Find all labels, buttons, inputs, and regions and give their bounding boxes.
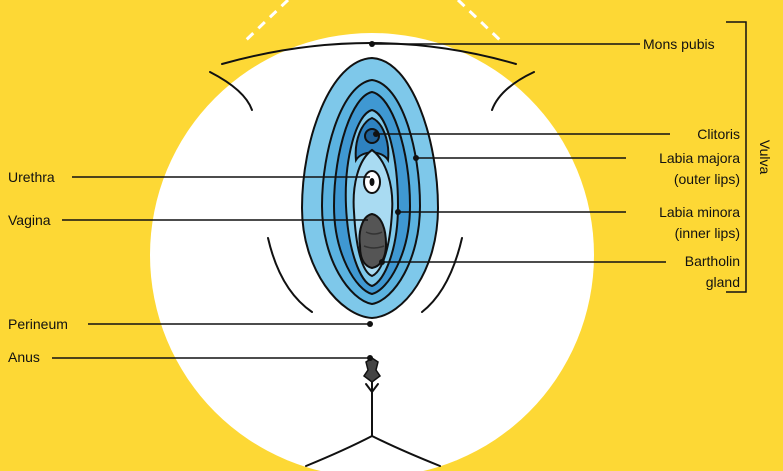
label-mons-pubis: Mons pubis xyxy=(643,36,715,52)
label-anus: Anus xyxy=(8,349,40,365)
label-urethra: Urethra xyxy=(8,169,55,185)
label-labia-minora: Labia minora xyxy=(659,204,740,220)
label-labia-minora-sub: (inner lips) xyxy=(675,225,740,241)
label-bartholin-sub: gland xyxy=(706,274,740,290)
label-vagina: Vagina xyxy=(8,212,51,228)
label-labia-majora-sub: (outer lips) xyxy=(674,171,740,187)
label-clitoris: Clitoris xyxy=(697,126,740,142)
label-labia-majora: Labia majora xyxy=(659,150,740,166)
label-vulva: Vulva xyxy=(757,140,773,175)
urethra-dot xyxy=(370,178,375,186)
label-bartholin: Bartholin xyxy=(685,253,740,269)
label-perineum: Perineum xyxy=(8,316,68,332)
